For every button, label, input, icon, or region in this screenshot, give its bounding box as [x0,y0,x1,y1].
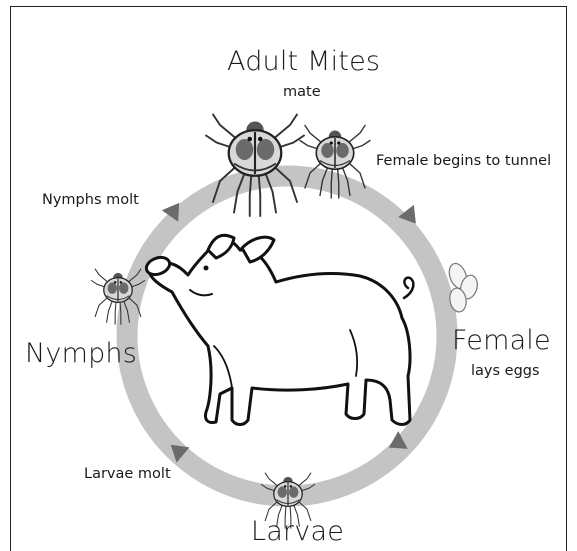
adult-mites-title: Adult Mites [227,48,380,75]
egg-icon [446,261,480,313]
female-title: Female [452,327,551,354]
larvae-title: Larvae [251,518,344,545]
larvae-molt-label: Larvae molt [84,467,171,482]
nymphs-molt-label: Nymphs molt [42,193,139,208]
female-lays-eggs-label: lays eggs [471,364,540,379]
female-tunnel-label: Female begins to tunnel [376,154,551,169]
nymphs-title: Nymphs [25,340,137,367]
pig-illustration [144,235,413,424]
adult-mites-subtitle: mate [283,85,321,100]
